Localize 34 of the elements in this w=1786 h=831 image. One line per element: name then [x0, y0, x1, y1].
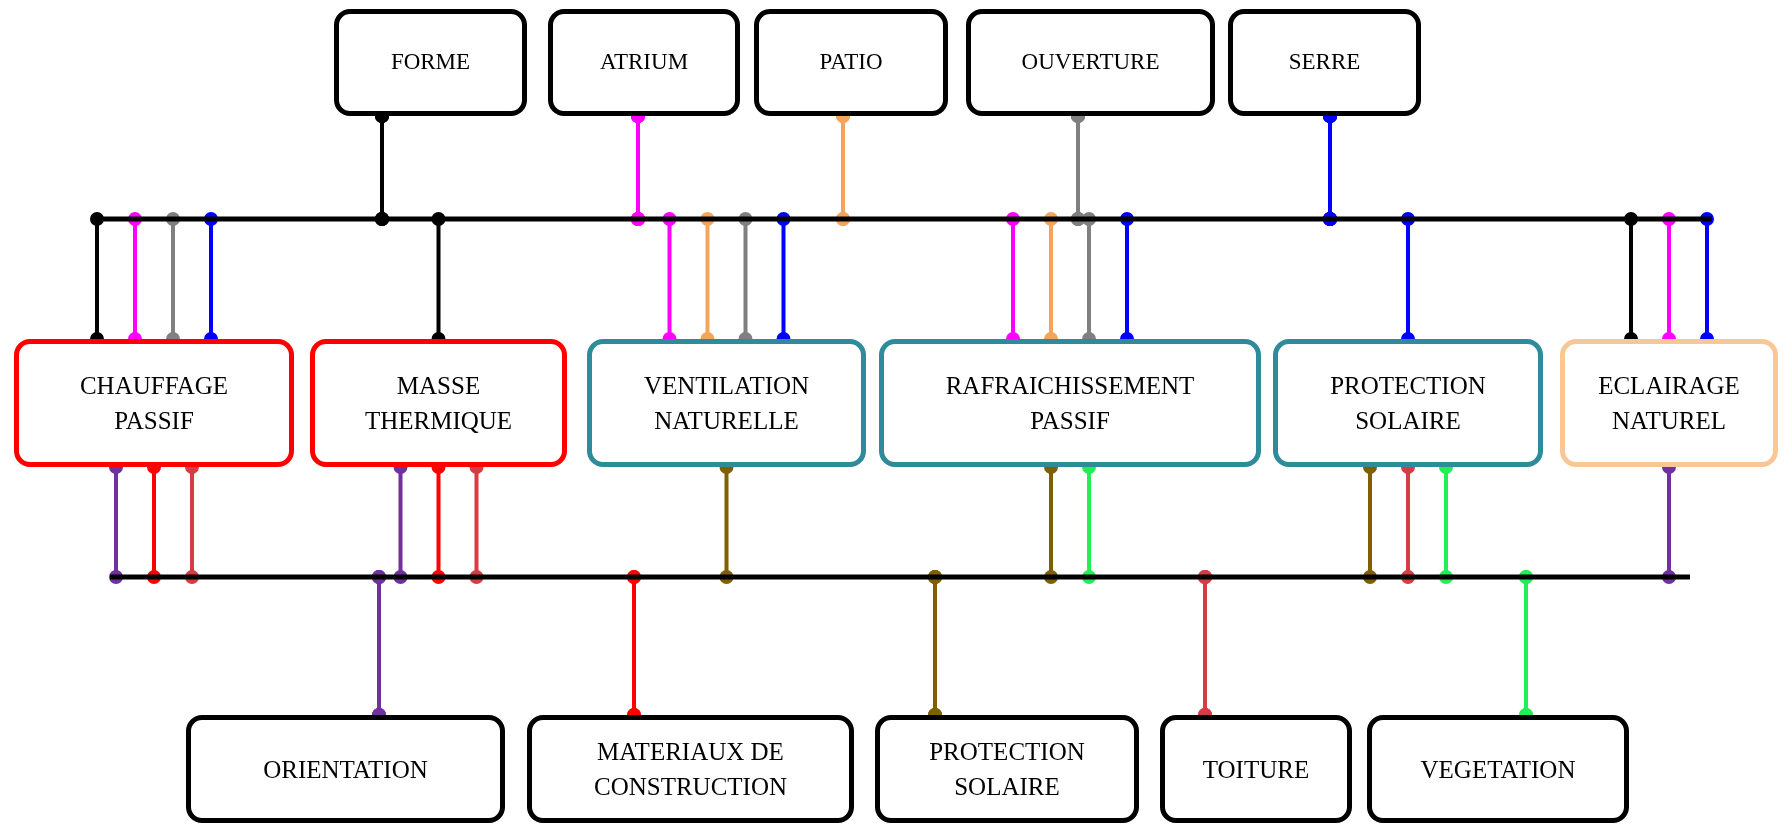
box-label: PROTECTION SOLAIRE	[928, 737, 1086, 802]
box-label: PROTECTION SOLAIRE	[1329, 371, 1487, 436]
box-label: RAFRAICHISSEMENT PASSIF	[944, 371, 1196, 436]
rounded-box	[334, 9, 527, 116]
rounded-box	[587, 339, 866, 467]
rounded-box	[1160, 715, 1352, 823]
box-label: ECLAIRAGE NATUREL	[1597, 371, 1741, 436]
rounded-box	[548, 9, 740, 116]
box-label: MATERIAUX DE CONSTRUCTION	[592, 737, 789, 802]
rounded-box	[14, 339, 294, 467]
box-label: MASSE THERMIQUE	[363, 371, 514, 436]
rounded-box	[754, 9, 948, 116]
rounded-box	[527, 715, 854, 823]
rounded-box	[186, 715, 505, 823]
box-label: FORME	[390, 48, 471, 77]
rounded-box	[966, 9, 1215, 116]
rounded-box	[879, 339, 1261, 467]
box-label: OUVERTURE	[1021, 48, 1160, 77]
box-label: ATRIUM	[599, 48, 689, 77]
box-label: CHAUFFAGE PASSIF	[78, 371, 230, 436]
connector-line	[1071, 116, 1096, 339]
rounded-box	[310, 339, 567, 467]
rounded-box	[1560, 339, 1778, 467]
box-label: VEGETATION	[1420, 754, 1576, 785]
rounded-box	[1228, 9, 1421, 116]
connector-line	[375, 116, 1638, 339]
box-label: SERRE	[1288, 48, 1361, 77]
box-label: ORIENTATION	[263, 754, 428, 785]
box-label: TOITURE	[1202, 754, 1310, 785]
box-label: PATIO	[819, 48, 883, 77]
rounded-box	[1367, 715, 1629, 823]
box-label: VENTILATION NATURELLE	[642, 371, 811, 436]
rounded-box	[875, 715, 1139, 823]
rounded-box	[1273, 339, 1543, 467]
